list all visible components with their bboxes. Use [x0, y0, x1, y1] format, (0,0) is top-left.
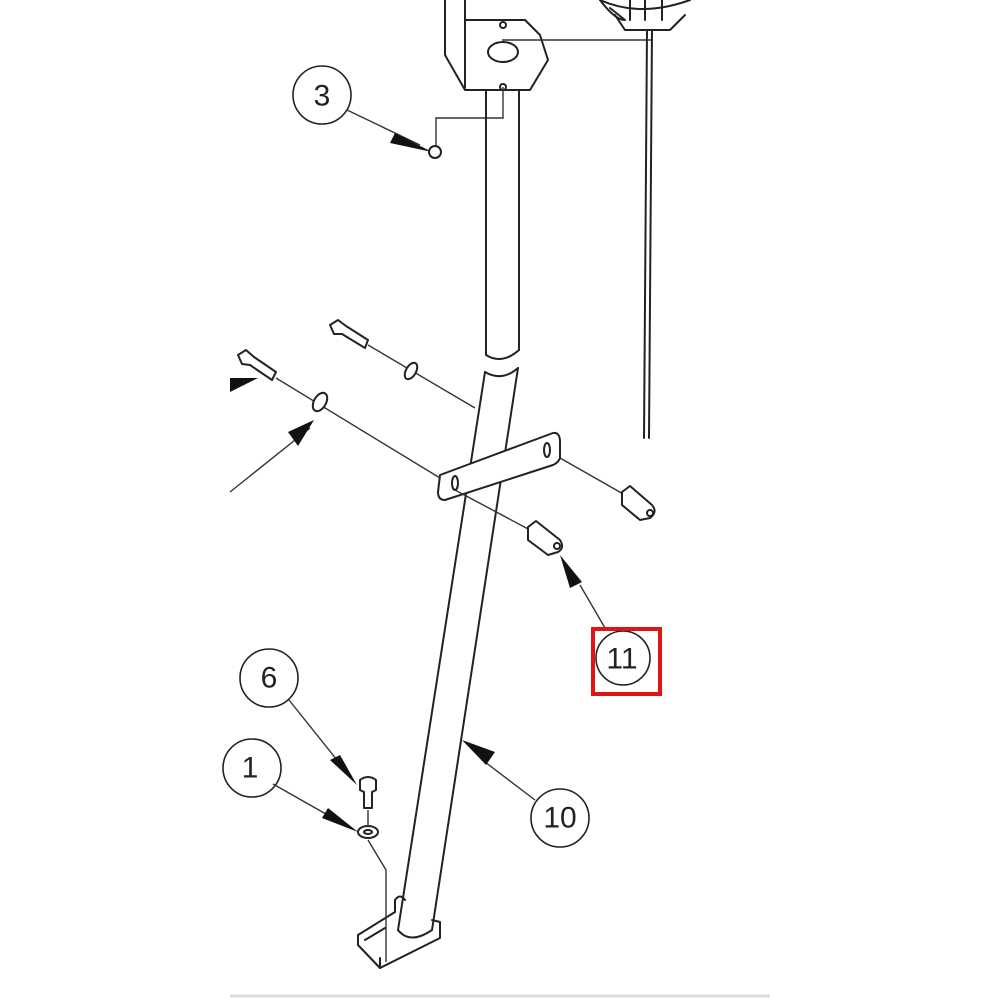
callout-6[interactable]: 6 — [239, 648, 357, 785]
base-foot-plate — [357, 839, 441, 969]
upper-bolt-assembly — [329, 319, 656, 521]
callout-1[interactable]: 1 — [222, 738, 358, 832]
callout-10[interactable]: 10 — [462, 740, 590, 848]
lower-bolt-assembly — [237, 349, 564, 556]
callout-11[interactable]: 11 — [560, 555, 662, 696]
callout-6-label: 6 — [261, 662, 278, 695]
upper-tube — [484, 89, 520, 378]
callout-3[interactable]: 3 — [292, 65, 442, 159]
callout-11-label: 11 — [606, 643, 637, 676]
callout-3-label: 3 — [314, 80, 331, 113]
callout-10-label: 10 — [543, 802, 576, 835]
callout-1-label: 1 — [242, 752, 259, 785]
small-bolt-washer — [357, 776, 379, 839]
top-right-head — [599, 0, 691, 439]
top-mount-bracket — [435, 0, 652, 148]
left-edge-arrows — [229, 378, 314, 493]
callout-11-highlight-box — [591, 627, 662, 696]
